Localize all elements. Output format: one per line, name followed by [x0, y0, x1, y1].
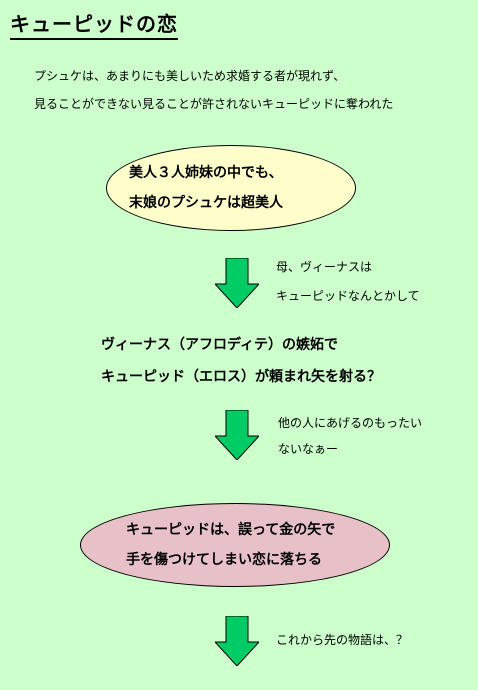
down-arrow-icon — [215, 258, 259, 308]
intro-line-1: プシュケは、あまりにも美しいため求婚する者が現れず、 — [34, 69, 346, 83]
ellipse-node-sisters: 美人３人姉妹の中でも、 末娘のプシュケは超美人 — [106, 145, 356, 231]
ellipse-node-sisters-line-1: 美人３人姉妹の中でも、 — [129, 165, 283, 181]
note-story-continues: これから先の物語は、？ — [276, 633, 409, 647]
middle-text-line-1: ヴィーナス（アフロディテ）の嫉妬で — [101, 337, 339, 353]
note-waste-line-1: 他の人にあげるのもったい — [278, 416, 423, 430]
note-mother-line-2: キューピッドなんとかして — [276, 289, 420, 303]
down-arrow-icon — [215, 410, 259, 460]
ellipse-node-love: キューピッドは、誤って金の矢で 手を傷つけてしまい恋に落ちる — [80, 503, 390, 587]
down-arrow-icon — [215, 616, 259, 666]
page-title: キューピッドの恋 — [10, 8, 178, 40]
ellipse-node-love-line-1: キューピッドは、誤って金の矢で — [126, 522, 336, 538]
ellipse-node-sisters-line-2: 末娘のプシュケは超美人 — [129, 195, 283, 211]
ellipse-node-love-line-2: 手を傷つけてしまい恋に落ちる — [126, 552, 322, 568]
note-mother-line-1: 母、ヴィーナスは — [276, 260, 373, 274]
middle-text-line-2: キューピッド（エロス）が頼まれ矢を射る？ — [101, 369, 381, 385]
intro-line-2: 見ることができない見ることが許されないキューピッドに奪われた — [34, 97, 394, 111]
note-waste-line-2: ないなぁー — [278, 442, 339, 456]
